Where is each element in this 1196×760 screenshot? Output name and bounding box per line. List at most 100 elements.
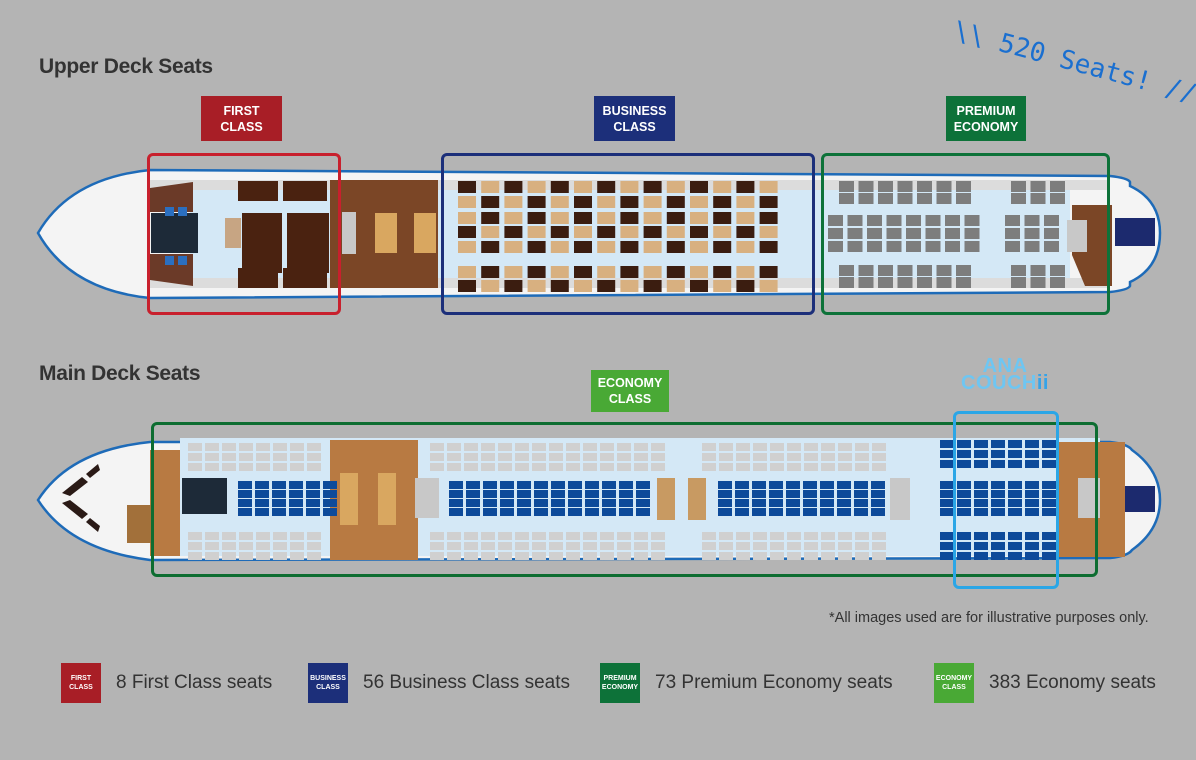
seat <box>239 453 253 461</box>
seat <box>736 443 750 451</box>
seat <box>957 508 971 516</box>
seat <box>957 499 971 507</box>
seat <box>504 196 523 208</box>
seat <box>957 440 971 448</box>
seat <box>481 196 500 208</box>
seat <box>534 508 548 516</box>
seat <box>847 215 863 226</box>
seat <box>974 532 988 540</box>
seat <box>855 552 869 560</box>
seat <box>719 453 733 461</box>
seat <box>504 181 523 193</box>
seat <box>839 181 854 192</box>
seat <box>940 532 954 540</box>
seat <box>974 450 988 458</box>
seat <box>940 490 954 498</box>
seat <box>736 552 750 560</box>
tag-line: CLASS <box>220 119 263 134</box>
seat <box>568 490 582 498</box>
seat <box>651 542 665 550</box>
seat <box>753 532 767 540</box>
seat <box>786 490 800 498</box>
seat <box>820 508 834 516</box>
seat <box>481 181 500 193</box>
seat <box>871 499 885 507</box>
seat <box>549 532 563 540</box>
seat <box>872 463 886 471</box>
seat <box>617 443 631 451</box>
seat <box>690 241 708 253</box>
seat <box>736 241 755 253</box>
seat <box>956 277 971 288</box>
seat <box>872 532 886 540</box>
seat <box>974 440 988 448</box>
premium-economy-tag: PREMIUM ECONOMY <box>946 96 1026 141</box>
seat <box>527 212 546 224</box>
seat <box>620 266 639 278</box>
stairs-icon <box>1115 218 1155 246</box>
seat <box>255 508 269 516</box>
seat <box>636 508 650 516</box>
seat <box>770 463 784 471</box>
seat <box>272 508 286 516</box>
seat <box>636 490 650 498</box>
seat <box>527 196 546 208</box>
upper-galley <box>330 180 438 288</box>
seat <box>858 181 874 192</box>
seat <box>449 490 463 498</box>
seat <box>858 193 874 204</box>
seat <box>719 532 733 540</box>
seat <box>566 552 580 560</box>
seat <box>306 481 320 489</box>
seat <box>1050 193 1065 204</box>
seat <box>936 181 952 192</box>
seat <box>515 542 529 550</box>
seat <box>500 481 514 489</box>
seat <box>1005 228 1020 239</box>
seat <box>837 481 851 489</box>
seat <box>651 552 665 560</box>
seat <box>466 490 480 498</box>
seat <box>222 532 236 540</box>
seat <box>752 481 766 489</box>
legend-label-business: 56 Business Class seats <box>363 672 570 693</box>
seat <box>481 532 495 540</box>
seat <box>787 463 801 471</box>
seat <box>458 241 476 253</box>
seat <box>847 228 863 239</box>
seat <box>736 542 750 550</box>
seat <box>255 499 269 507</box>
couchii-line2: COUCH <box>961 372 1037 394</box>
seat <box>323 490 337 498</box>
seat <box>256 453 270 461</box>
seat <box>1008 481 1022 489</box>
seat <box>666 196 685 208</box>
seat <box>855 463 869 471</box>
wheelchair-icon <box>178 256 187 265</box>
seat <box>515 463 529 471</box>
business-class-tag: BUSINESS CLASS <box>594 96 675 141</box>
seat <box>1005 215 1020 226</box>
seat <box>1008 490 1022 498</box>
seat <box>449 508 463 516</box>
seat <box>549 443 563 451</box>
seat <box>464 552 478 560</box>
seat <box>917 193 932 204</box>
seat <box>515 453 529 461</box>
seat <box>713 181 732 193</box>
seat <box>702 532 716 540</box>
seat <box>585 481 599 489</box>
seat <box>188 542 202 550</box>
seat <box>1008 499 1022 507</box>
seat <box>736 463 750 471</box>
seat <box>897 193 913 204</box>
seat <box>481 280 500 292</box>
seat <box>239 532 253 540</box>
seat <box>517 490 531 498</box>
seat <box>906 241 921 252</box>
seat <box>713 266 732 278</box>
seat <box>787 443 801 451</box>
seat <box>458 266 476 278</box>
seat <box>583 463 597 471</box>
seat <box>991 450 1005 458</box>
